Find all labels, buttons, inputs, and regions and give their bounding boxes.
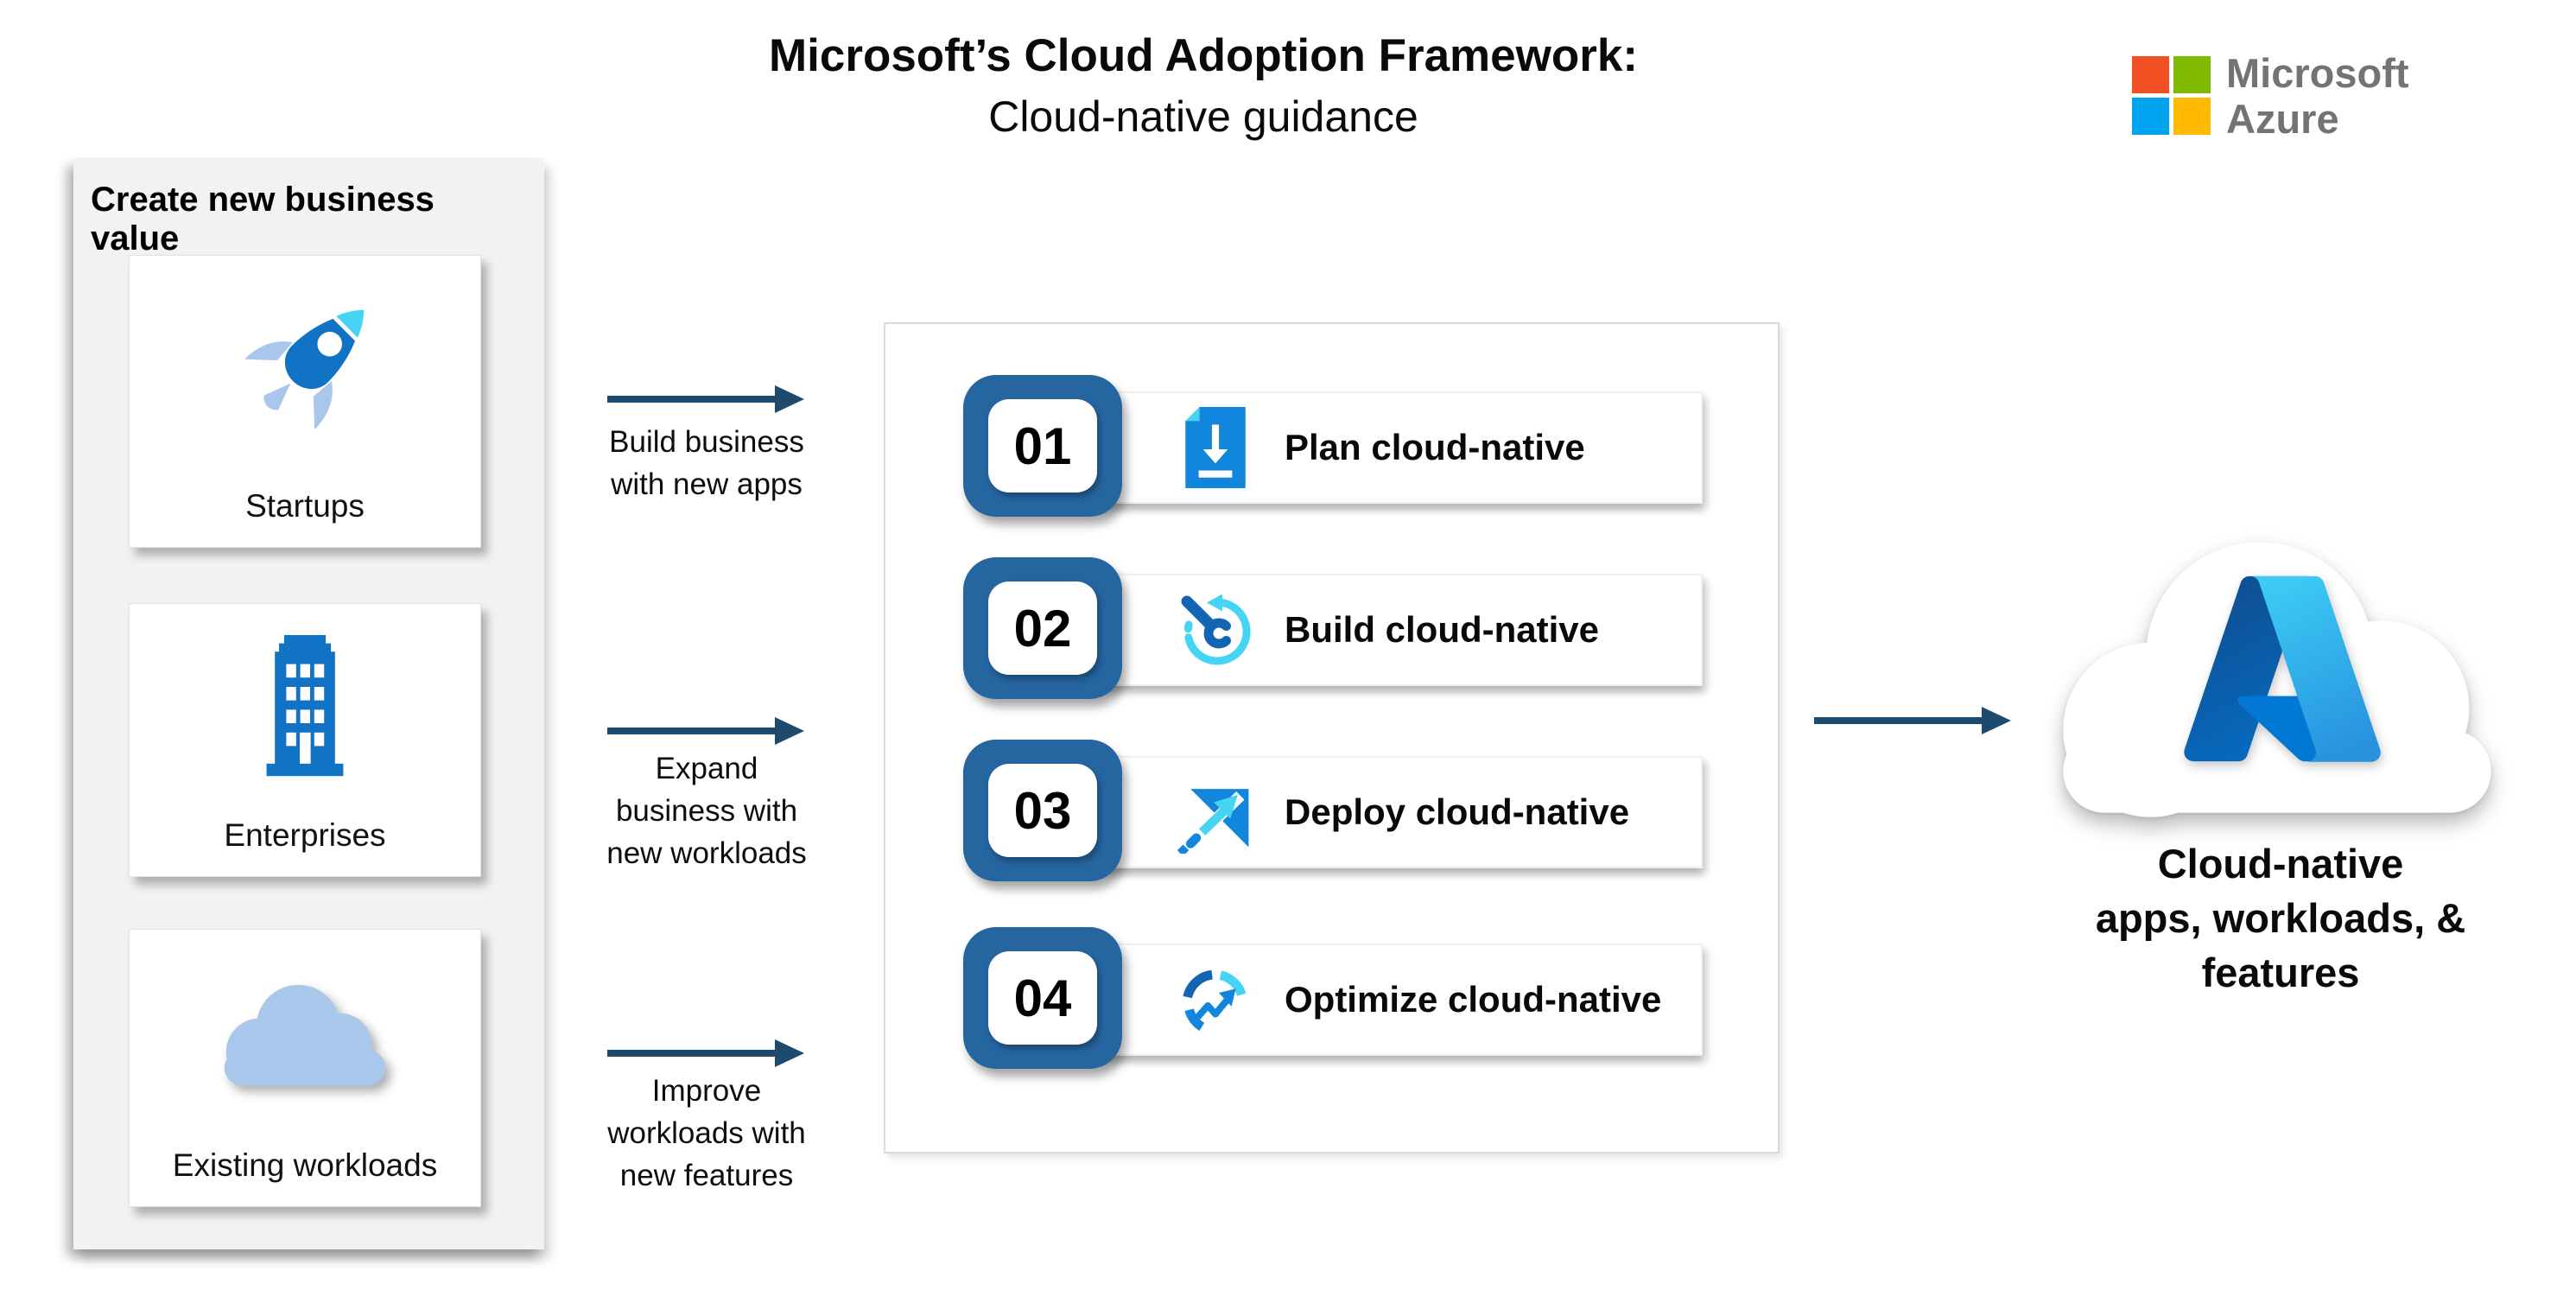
- step-label-plan: Plan cloud-native: [1285, 427, 1585, 467]
- build-wrench-icon: [1171, 585, 1260, 675]
- flow-label-2-line1: Expand: [655, 752, 758, 785]
- optimize-gauge-icon: [1171, 955, 1260, 1045]
- page-title: Microsoft’s Cloud Adoption Framework: Cl…: [720, 24, 1687, 145]
- ms-square-red: [2132, 56, 2169, 93]
- step-number: 04: [1013, 969, 1072, 1027]
- step-row-deploy: Deploy cloud-native: [1017, 756, 1703, 868]
- result-caption-line3: features: [2201, 950, 2360, 995]
- ms-square-blue: [2132, 98, 2169, 135]
- step-number: 01: [1013, 416, 1072, 475]
- building-icon: [130, 635, 480, 780]
- microsoft-azure-logo: Microsoft Azure: [2132, 50, 2409, 142]
- step-badge-inner: 02: [988, 581, 1097, 675]
- page-title-line1: Microsoft’s Cloud Adoption Framework:: [768, 30, 1639, 81]
- step-badge-02: 02: [963, 557, 1122, 699]
- flow-label-2-line2: business with: [615, 794, 798, 828]
- panel-heading: Create new business value: [91, 181, 435, 257]
- arrow-shaft: [607, 396, 775, 403]
- flow-arrow-3: [607, 1039, 804, 1067]
- page-title-line2: Cloud-native guidance: [988, 92, 1418, 141]
- brand-line2: Azure: [2226, 96, 2339, 142]
- step-row-build: Build cloud-native: [1017, 574, 1703, 686]
- process-steps-box: 01 Plan cloud-native 02: [884, 322, 1780, 1153]
- step-label-deploy: Deploy cloud-native: [1285, 791, 1630, 832]
- step-badge-inner: 04: [988, 951, 1097, 1045]
- step-number: 02: [1013, 599, 1072, 658]
- flow-label-3-line1: Improve: [651, 1074, 762, 1108]
- result-caption-line2: apps, workloads, &: [2095, 895, 2466, 941]
- brand-line1: Microsoft: [2226, 50, 2409, 96]
- result-arrow: [1814, 707, 2011, 734]
- step-row-optimize: Optimize cloud-native: [1017, 944, 1703, 1056]
- arrow-head: [775, 1039, 804, 1067]
- deploy-arrow-icon: [1171, 767, 1260, 857]
- card-label-startups: Startups: [245, 488, 365, 524]
- ms-square-yellow: [2173, 98, 2211, 135]
- step-label-optimize: Optimize cloud-native: [1285, 979, 1662, 1020]
- flow-label-3: Improve workloads with new features: [542, 1070, 871, 1197]
- rocket-icon: [130, 280, 480, 451]
- step-label-build: Build cloud-native: [1285, 609, 1600, 650]
- cloud-icon: [130, 980, 480, 1096]
- result-caption-line1: Cloud-native: [2157, 841, 2404, 886]
- flow-label-2-line3: new workloads: [606, 836, 807, 870]
- arrow-head: [775, 717, 804, 745]
- azure-a-logo-icon: [2175, 562, 2389, 780]
- card-existing-workloads: Existing workloads: [129, 929, 481, 1207]
- card-label-enterprises: Enterprises: [224, 817, 386, 853]
- result-caption: Cloud-native apps, workloads, & features: [2061, 836, 2500, 1000]
- step-number: 03: [1013, 781, 1072, 840]
- step-badge-01: 01: [963, 375, 1122, 517]
- flow-label-3-line2: workloads with: [607, 1116, 806, 1150]
- microsoft-squares-icon: [2132, 56, 2211, 135]
- arrow-head: [1982, 707, 2011, 734]
- plan-document-download-icon: [1171, 403, 1260, 492]
- arrow-shaft: [607, 728, 775, 734]
- step-badge-inner: 01: [988, 399, 1097, 492]
- step-badge-inner: 03: [988, 764, 1097, 857]
- step-badge-03: 03: [963, 740, 1122, 881]
- step-row-plan: Plan cloud-native: [1017, 391, 1703, 504]
- card-startups: Startups: [129, 255, 481, 548]
- create-business-value-panel: Create new business value Startups: [73, 158, 544, 1249]
- arrow-shaft: [607, 1050, 775, 1057]
- arrow-shaft: [1814, 717, 1982, 724]
- flow-label-1-line1: Build business: [609, 425, 804, 459]
- flow-label-3-line3: new features: [619, 1159, 794, 1192]
- flow-arrow-1: [607, 385, 804, 413]
- flow-label-1-line2: with new apps: [611, 467, 803, 501]
- step-badge-04: 04: [963, 927, 1122, 1069]
- card-enterprises: Enterprises: [129, 603, 481, 877]
- flow-label-2: Expand business with new workloads: [542, 747, 871, 874]
- flow-arrow-2: [607, 717, 804, 745]
- card-label-existing-workloads: Existing workloads: [172, 1147, 438, 1183]
- flow-label-1: Build business with new apps: [542, 421, 871, 505]
- arrow-head: [775, 385, 804, 413]
- ms-square-green: [2173, 56, 2211, 93]
- brand-wordmark: Microsoft Azure: [2226, 50, 2409, 142]
